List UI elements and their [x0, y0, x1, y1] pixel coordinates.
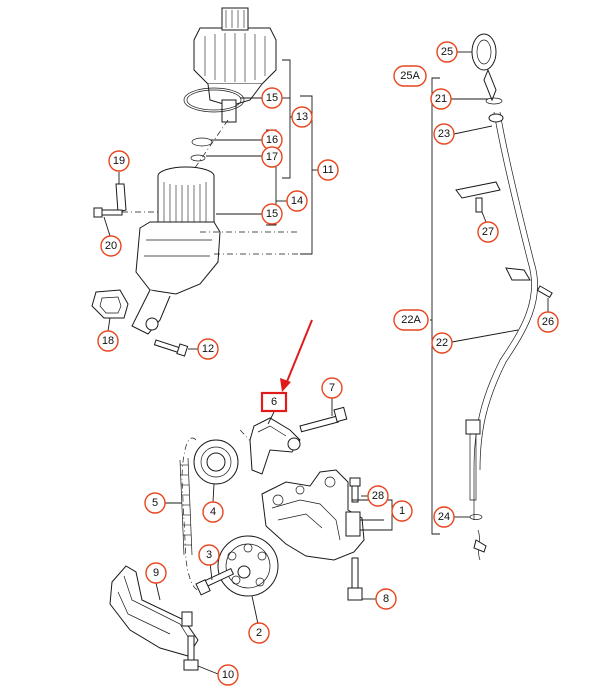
callout-16[interactable]: 16	[261, 129, 283, 151]
svg-text:5: 5	[152, 497, 158, 509]
svg-text:16: 16	[266, 134, 278, 146]
callout-21[interactable]: 21	[430, 88, 452, 110]
callout-28[interactable]: 28	[367, 485, 389, 507]
callout-9[interactable]: 9	[145, 562, 167, 584]
callout-8[interactable]: 8	[375, 588, 397, 610]
callout-15-upper[interactable]: 15	[261, 87, 283, 109]
svg-text:17: 17	[266, 151, 278, 163]
svg-text:2: 2	[256, 627, 262, 639]
svg-text:3: 3	[206, 549, 212, 561]
svg-text:7: 7	[329, 382, 335, 394]
callout-15-lower[interactable]: 15	[261, 203, 283, 225]
svg-text:20: 20	[105, 240, 117, 252]
group-brackets-top	[200, 59, 313, 255]
callout-13[interactable]: 13	[291, 106, 313, 128]
svg-text:18: 18	[102, 335, 114, 347]
callout-10[interactable]: 10	[217, 664, 239, 686]
highlight-arrow	[280, 319, 313, 392]
callout-23[interactable]: 23	[433, 123, 455, 145]
callout-11[interactable]: 11	[317, 159, 339, 181]
callout-25A[interactable]: 25A	[393, 65, 427, 87]
callout-19[interactable]: 19	[108, 150, 130, 172]
oil-pump-chain-drive-assembly	[109, 406, 393, 671]
svg-text:24: 24	[438, 511, 450, 523]
svg-text:1: 1	[399, 505, 405, 517]
callouts: 15 13 16 17 11 14 15 19	[97, 41, 559, 686]
group-brackets-right	[431, 77, 440, 535]
callout-17[interactable]: 17	[261, 146, 283, 168]
svg-text:19: 19	[113, 155, 125, 167]
callout-18[interactable]: 18	[97, 330, 119, 352]
svg-text:25A: 25A	[400, 70, 420, 82]
callout-6-highlighted[interactable]: 6	[260, 391, 288, 413]
svg-text:26: 26	[542, 316, 554, 328]
svg-text:8: 8	[383, 593, 389, 605]
callout-12[interactable]: 12	[197, 338, 219, 360]
svg-text:13: 13	[296, 111, 308, 123]
svg-text:15: 15	[266, 208, 278, 220]
svg-text:27: 27	[482, 226, 494, 238]
svg-text:25: 25	[441, 46, 453, 58]
oil-filter-housing-assembly	[91, 7, 277, 357]
svg-text:15: 15	[266, 92, 278, 104]
callout-5[interactable]: 5	[144, 492, 166, 514]
svg-text:21: 21	[435, 93, 447, 105]
dipstick-guide-tube-assembly	[455, 33, 553, 561]
svg-text:14: 14	[291, 195, 303, 207]
callout-1[interactable]: 1	[391, 500, 413, 522]
svg-text:4: 4	[210, 506, 216, 518]
svg-text:22A: 22A	[401, 314, 421, 326]
callout-14[interactable]: 14	[286, 190, 308, 212]
callout-26[interactable]: 26	[537, 311, 559, 333]
callout-22[interactable]: 22	[431, 332, 453, 354]
callout-20[interactable]: 20	[100, 235, 122, 257]
callout-22A[interactable]: 22A	[393, 309, 429, 331]
callout-7[interactable]: 7	[321, 377, 343, 399]
svg-text:10: 10	[222, 669, 234, 681]
svg-text:6: 6	[271, 396, 277, 408]
svg-text:12: 12	[202, 343, 214, 355]
callout-3[interactable]: 3	[198, 544, 220, 566]
callout-24[interactable]: 24	[433, 506, 455, 528]
svg-text:28: 28	[372, 490, 384, 502]
callout-4[interactable]: 4	[202, 501, 224, 523]
callout-27[interactable]: 27	[477, 221, 499, 243]
leader-lines	[103, 51, 549, 675]
callout-2[interactable]: 2	[248, 622, 270, 644]
svg-text:23: 23	[438, 128, 450, 140]
svg-text:11: 11	[322, 164, 333, 176]
svg-text:9: 9	[153, 567, 159, 579]
svg-text:22: 22	[436, 337, 448, 349]
callout-25[interactable]: 25	[436, 41, 458, 63]
